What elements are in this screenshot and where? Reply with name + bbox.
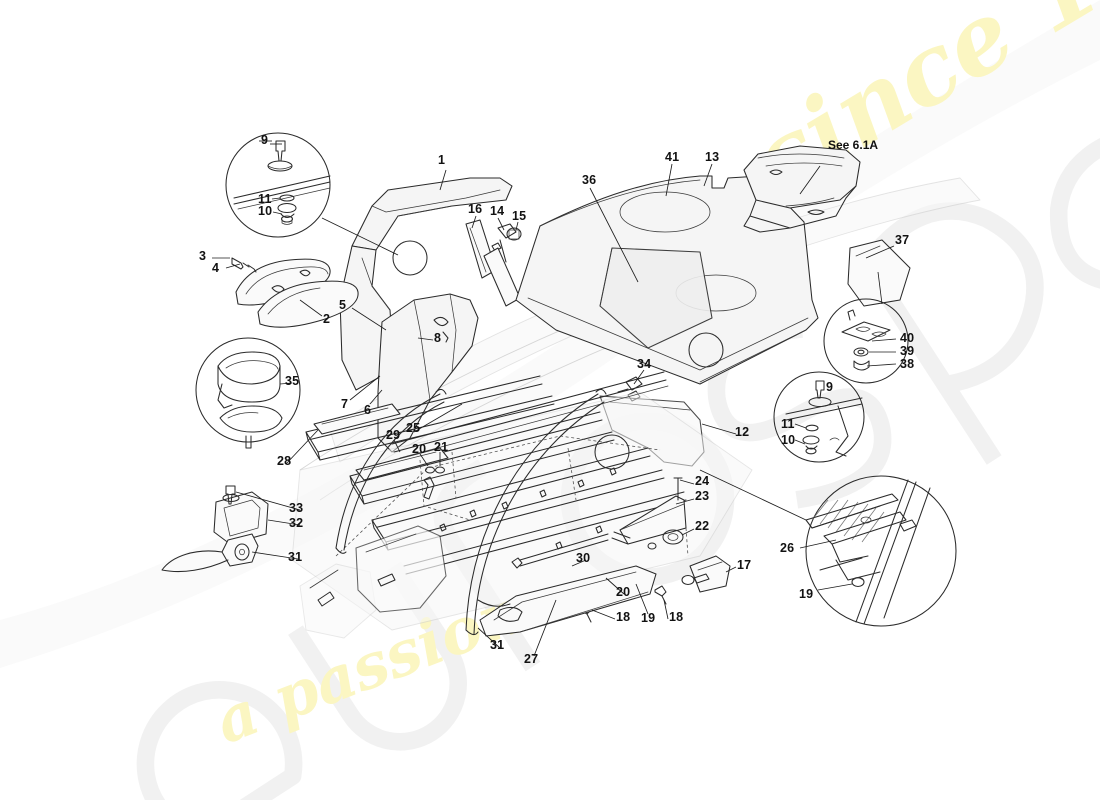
callout-26: 26 [780,541,795,555]
callout-14: 14 [490,204,505,218]
callout-8: 8 [434,331,442,345]
callout-20: 20 [412,442,427,456]
callout-30: 30 [576,551,591,565]
callout-25: 25 [406,421,421,435]
part-32-belt-reel [161,485,269,573]
callout-4: 4 [212,261,220,275]
callout-36: 36 [582,173,597,187]
callout-41: 41 [665,150,680,164]
callout-28: 28 [277,454,292,468]
callout-39: 39 [900,344,915,358]
callout-19: 19 [641,611,656,625]
callout-16: 16 [468,202,483,216]
callout-27: 27 [524,652,539,666]
callout-24: 24 [695,474,710,488]
callout-3: 3 [199,249,207,263]
callout-5: 5 [339,298,347,312]
callout-19-detail: 19 [799,587,814,601]
callout-12: 12 [735,425,750,439]
callout-11-detail: 11 [781,417,795,431]
part-15-grommet [506,227,522,241]
callout-22: 22 [695,519,710,533]
callout-18-right: 18 [669,610,684,624]
part-37-corner-pad [847,239,911,307]
part-14-bracket [483,223,521,307]
callout-9-detail: 9 [826,380,834,394]
callout-32: 32 [289,516,304,530]
callout-37: 37 [895,233,910,247]
callout-34: 34 [637,357,652,371]
callout-29: 29 [386,428,401,442]
callout-10: 10 [258,204,273,218]
detail-circle-grab-handle [195,337,301,449]
callout-13: 13 [705,150,720,164]
callout-23: 23 [695,489,710,503]
see-reference-note: See 6.1A [828,138,879,152]
callout-10-detail: 10 [781,433,796,447]
part-17-end-bracket [681,555,731,593]
callout-7: 7 [341,397,349,411]
callout-38: 38 [900,357,915,371]
callout-20-lower: 20 [616,585,631,599]
callout-1: 1 [438,153,446,167]
callout-18: 18 [616,610,631,624]
callout-31-right: 31 [490,638,505,652]
callout-11: 11 [258,192,272,206]
leader-circle-headliner [392,240,428,276]
callout-6: 6 [364,403,372,417]
callout-31: 31 [288,550,303,564]
callout-9: 9 [261,133,269,147]
callout-40: 40 [900,331,915,345]
callout-35: 35 [285,374,300,388]
callout-15: 15 [512,209,527,223]
detail-circle-trim-clip [699,469,957,627]
callout-21: 21 [434,440,449,454]
callout-17: 17 [737,558,752,572]
callout-2: 2 [323,312,331,326]
callout-33: 33 [289,501,304,515]
